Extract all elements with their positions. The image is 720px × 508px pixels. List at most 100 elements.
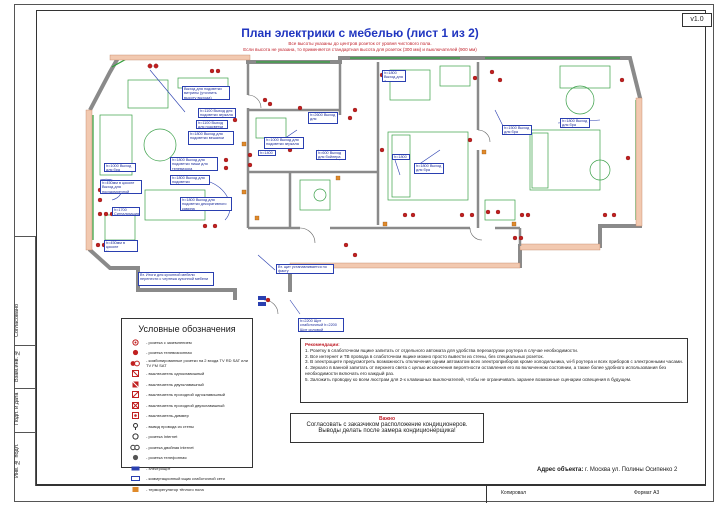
callout-note: h=1100 Выход для подсветки зеркала (198, 108, 236, 118)
object-address: Адрес объекта: г. Москва ул. Полины Осип… (537, 467, 677, 473)
legend-item: - комбинированные розетки на 2 входа TV … (122, 358, 252, 369)
switch-markers (241, 141, 517, 227)
important-line: Выводы делать после замера кондиционерщи… (318, 428, 456, 434)
legend-item: - розетка телевизионная (122, 348, 252, 359)
legend-item-label: - комбинированные розетки на 2 входа TV … (146, 358, 248, 369)
title-stamp: Копировал Формат А3 (36, 484, 706, 503)
recommendation-item: 3. В электрощите предусмотреть возможнос… (305, 359, 683, 365)
recommendation-item: 2. Все интернет и ТВ провода в слаботочн… (305, 353, 544, 359)
important-line: Согласовать с заказчиком расположение ко… (306, 422, 468, 428)
pass-switch-1-icon (130, 391, 140, 399)
dining-table (143, 128, 177, 162)
address-value: г. Москва ул. Полины Осипенко 2 (585, 467, 678, 473)
legend-item-label: - розетка телефонная (146, 455, 187, 461)
callout-note: Вт. Итоги для кухонной мебели перенести … (138, 272, 214, 286)
thermostat-icon (130, 486, 140, 493)
legend-item: - розетка двойная internet (122, 442, 252, 453)
sofa (99, 114, 133, 176)
switch-2-icon (130, 380, 140, 388)
legend-item-label: - розетка телевизионная (146, 350, 192, 356)
legend-item-label: - розетка двойная internet (146, 444, 194, 450)
washbasin (299, 179, 331, 211)
double-internet-icon (130, 444, 140, 451)
callout-note: h=450мм в цоколе Холодильник (104, 240, 138, 252)
callout-note: h=2600 Выход для вентилятора (308, 112, 338, 124)
window-openings (92, 57, 637, 240)
legend-item-label: - коммутационный ящик слаботочной сети (146, 476, 225, 482)
callout-note: h=1000 Выход для подсветки зеркала (264, 137, 304, 149)
legend: Условные обозначения - розетка с заземле… (121, 318, 253, 492)
legend-item-label: - вывод провода из стены (146, 423, 194, 429)
callout-note: h=1500 Выход для бра (502, 125, 532, 135)
legend-item: - электрощит (122, 463, 252, 474)
drawing-outer-frame (14, 4, 714, 502)
internet-socket-icon (130, 433, 140, 440)
version-box: v1.0 (682, 13, 712, 27)
legend-title: Условные обозначения (138, 324, 236, 334)
panel-icon (130, 465, 140, 472)
callout-note: h=1100 Выход для подсветки (196, 120, 228, 129)
drawing-inner-frame (36, 10, 706, 486)
legend-item: - розетка с заземлением (122, 337, 252, 348)
combo-socket-icon (130, 360, 140, 367)
address-label: Адрес объекта: (537, 467, 584, 473)
legend-item: - терморегулятор тёплого пола (122, 484, 252, 495)
legend-item-label: - электрощит (146, 465, 171, 471)
stamp-copied: Копировал (501, 490, 527, 496)
socket-icon (130, 339, 140, 346)
legend-item-label: - выключатель-диммер (146, 413, 189, 419)
callout-note: h=1800 Выход для бра (414, 163, 444, 174)
legend-item: - выключатель проходной одноклавишный (122, 390, 252, 401)
wardrobe (389, 69, 431, 101)
legend-item-label: - выключатель проходной двухклавишный (146, 402, 225, 408)
recommendation-item: 4. Зеркало в ванной запитать от верхнего… (305, 365, 667, 376)
furniture (99, 65, 611, 241)
important-title: Важно (378, 416, 395, 422)
bathtub (255, 117, 287, 139)
callout-note: h=1800 Выход для бра (560, 118, 590, 128)
stamp-format: Формат А3 (634, 490, 660, 496)
legend-item: - вывод провода из стены (122, 421, 252, 432)
legend-item: - розетка телефонная (122, 453, 252, 464)
important-box: Важно Согласовать с заказчиком расположе… (290, 413, 484, 443)
sidebar-title-block (14, 236, 36, 486)
recommendations-title: Рекомендации: (305, 342, 340, 347)
electrical-points (95, 63, 631, 303)
callout-note: Выход для подсветки витрины (уточнить вы… (182, 86, 230, 100)
callout-note: h=1800 Выход для подсветки (170, 175, 210, 185)
callout-note: h=1800 Выход для подсветки вешалки (188, 131, 234, 145)
legend-item-label: - выключатель проходной одноклавишный (146, 392, 226, 398)
callout-note: h=600 Выход для бойлера (316, 150, 346, 160)
sidebar-divider (14, 345, 36, 346)
legend-item-label: - розетка Internet (146, 434, 178, 440)
recommendation-item: 1. Розетку в слаботочном ящике запитать … (305, 347, 579, 353)
legend-item: - выключатель проходной двухклавишный (122, 400, 252, 411)
lowvoltage-box-icon (130, 475, 140, 482)
legend-item: - выключатель двухклавишный (122, 379, 252, 390)
callout-note: h=1800 Выход для подсветки ниши для теле… (170, 157, 218, 171)
callout-note: h=1400 (258, 150, 276, 156)
callout-note: h=1000 Выход для бра (104, 163, 136, 172)
pass-switch-2-icon (130, 401, 140, 409)
subtitle-default-heights: Если высота не указана, то применяется с… (243, 47, 477, 52)
callout-note: h=1800 Выход для подсветки декоративного… (180, 197, 232, 211)
legend-item-label: - выключатель двухклавишный (146, 381, 204, 387)
bed (387, 131, 469, 201)
legend-item-label: - розетка с заземлением (146, 339, 192, 345)
tv-socket-icon (130, 349, 140, 356)
callout-note: h=2200 Щит слаботочный h=2200 Щит силово… (298, 318, 344, 332)
legend-list: - розетка с заземлением - розетка телевиз… (122, 337, 252, 495)
legend-item-label: - терморегулятор тёплого пола (146, 486, 204, 492)
phone-socket-icon (130, 454, 140, 461)
legend-item: - коммутационный ящик слаботочной сети (122, 474, 252, 485)
wire-outlet-icon (130, 422, 140, 430)
legend-item: - выключатель-диммер (122, 411, 252, 422)
stamp-divider (486, 485, 487, 503)
callout-note: h=1700 Сигнализация (112, 207, 140, 216)
legend-item-label: - выключатель одноклавишный (146, 371, 205, 377)
page-title: План электрики с мебелью (лист 1 из 2) (241, 26, 479, 40)
callout-note: h=1800 Выход для бра (382, 70, 406, 82)
sidebar-divider (14, 388, 36, 389)
sidebar-divider (14, 432, 36, 433)
